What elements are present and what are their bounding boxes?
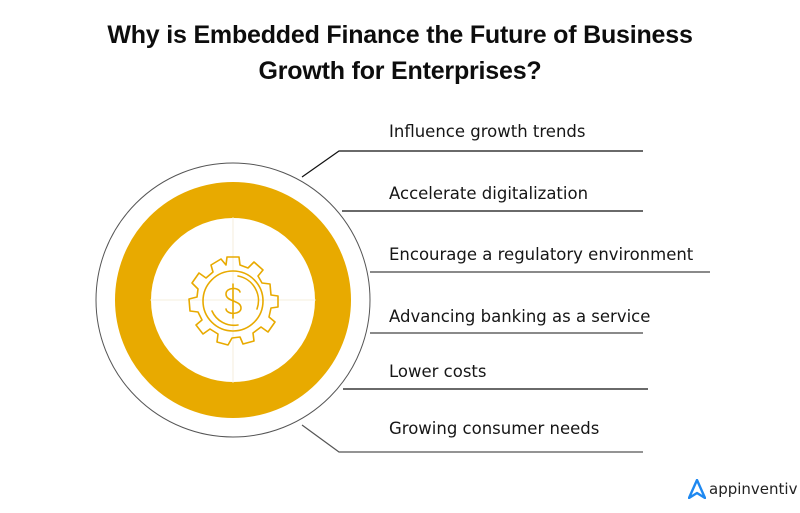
brand-logo: appinventiv <box>688 479 797 499</box>
connector-6 <box>301 424 643 453</box>
appinventiv-logo-icon <box>688 479 706 499</box>
item-accelerate-digitalization: Accelerate digitalization <box>389 184 589 203</box>
item-advancing-banking-as-a-service: Advancing banking as a service <box>389 307 651 326</box>
page-title: Why is Embedded Finance the Future of Bu… <box>0 17 800 89</box>
connector-lines <box>301 150 710 453</box>
brand-name: appinventiv <box>709 480 798 498</box>
connector-1 <box>301 150 643 178</box>
yellow-ring <box>115 182 351 418</box>
title-line-2: Growth for Enterprises? <box>258 57 542 85</box>
item-influence-growth-trends: Influence growth trends <box>389 122 586 141</box>
item-encourage-regulatory-environment: Encourage a regulatory environment <box>389 245 694 264</box>
item-growing-consumer-needs: Growing consumer needs <box>389 419 600 438</box>
title-line-1: Why is Embedded Finance the Future of Bu… <box>107 21 693 49</box>
gear-dollar-icon <box>188 256 279 346</box>
item-lower-costs: Lower costs <box>389 362 487 381</box>
